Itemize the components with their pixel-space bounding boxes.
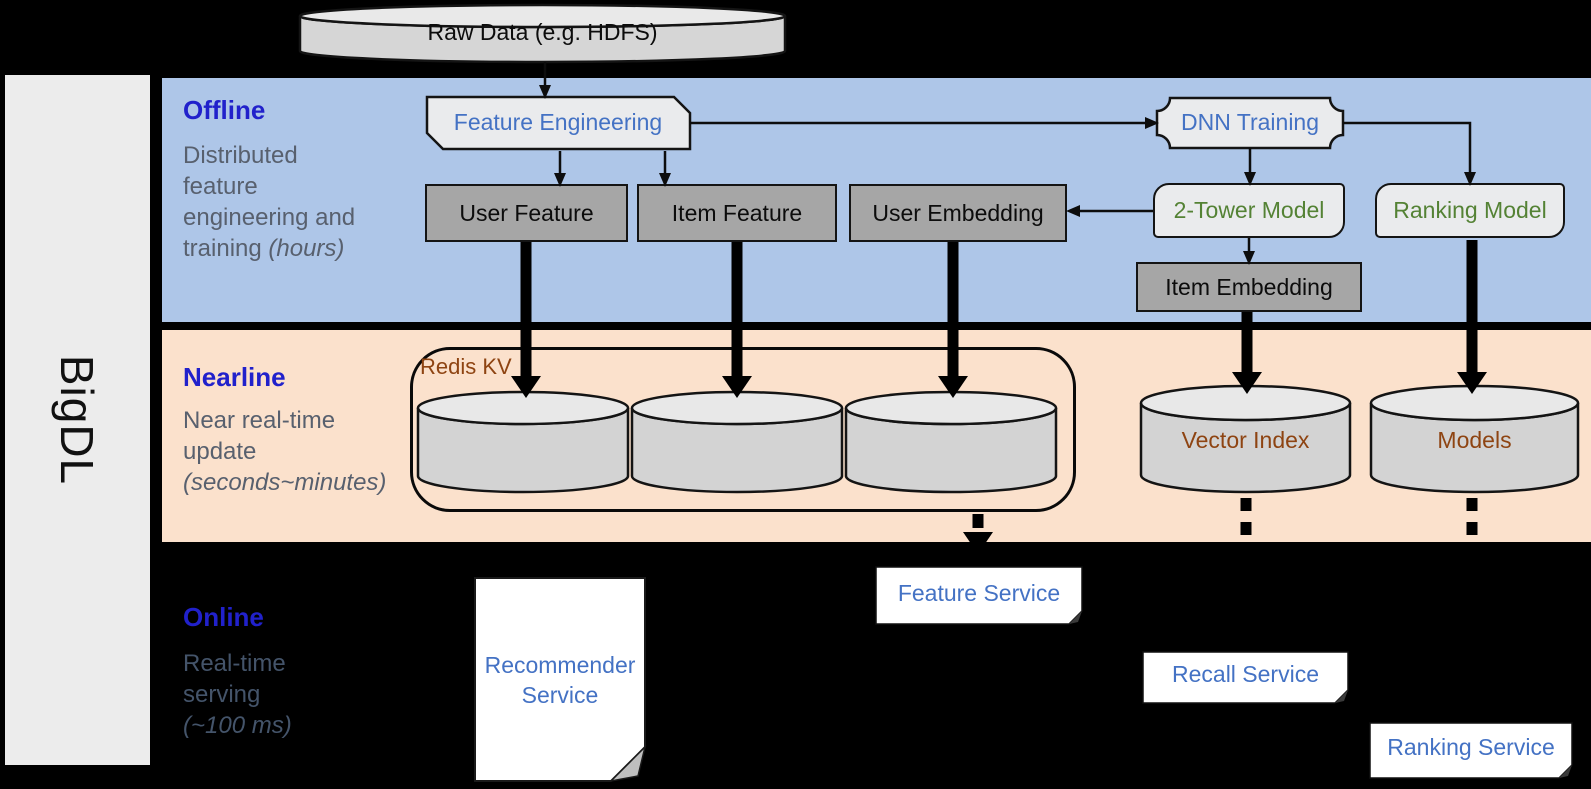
item-embedding-box: Item Embedding <box>1136 262 1362 312</box>
feature-service-label: Feature Service <box>897 579 1061 606</box>
online-band-description: Real-time serving (~100 ms) <box>183 648 313 741</box>
feature-service-box <box>875 566 1083 625</box>
online-description-note: (~100 ms) <box>183 712 292 739</box>
user-feature-box: User Feature <box>425 184 628 242</box>
user-embedding-box: User Embedding <box>849 184 1067 242</box>
nearline-description-note: (seconds~minutes) <box>183 469 387 496</box>
raw-data-label: Raw Data (e.g. HDFS) <box>427 19 658 45</box>
two-tower-model-box: 2-Tower Model <box>1153 183 1345 238</box>
offline-band-title: Offline <box>183 95 266 125</box>
item-feature-box: Item Feature <box>637 184 837 242</box>
redis-kv-container <box>410 347 1076 512</box>
nearline-band-title: Nearline <box>183 362 286 392</box>
offline-description-note: (hours) <box>268 235 345 262</box>
recall-service-label: Recall Service <box>1172 660 1319 687</box>
offline-band-description: Distributed feature engineering and trai… <box>183 140 363 264</box>
nearline-band-description: Near real-time update (seconds~minutes) <box>183 405 387 498</box>
document-fold-corner <box>608 744 647 783</box>
recall-service-box <box>1142 651 1349 704</box>
bigdl-label: BigDL <box>51 354 104 486</box>
nearline-description-text: Near real-time update <box>183 407 336 465</box>
ranking-service-box <box>1369 722 1573 779</box>
recommender-service-label: Recommender Service <box>484 651 636 708</box>
offline-description-text: Distributed feature engineering and trai… <box>183 142 356 262</box>
ranking-model-box: Ranking Model <box>1375 183 1565 238</box>
ranking-service-label: Ranking Service <box>1387 733 1555 760</box>
online-band-title: Online <box>183 602 264 632</box>
raw-data-cylinder <box>298 3 787 64</box>
online-description-text: Real-time serving <box>183 650 286 708</box>
bigdl-sidebar: BigDL <box>5 75 150 765</box>
recommender-service-document <box>474 577 647 783</box>
